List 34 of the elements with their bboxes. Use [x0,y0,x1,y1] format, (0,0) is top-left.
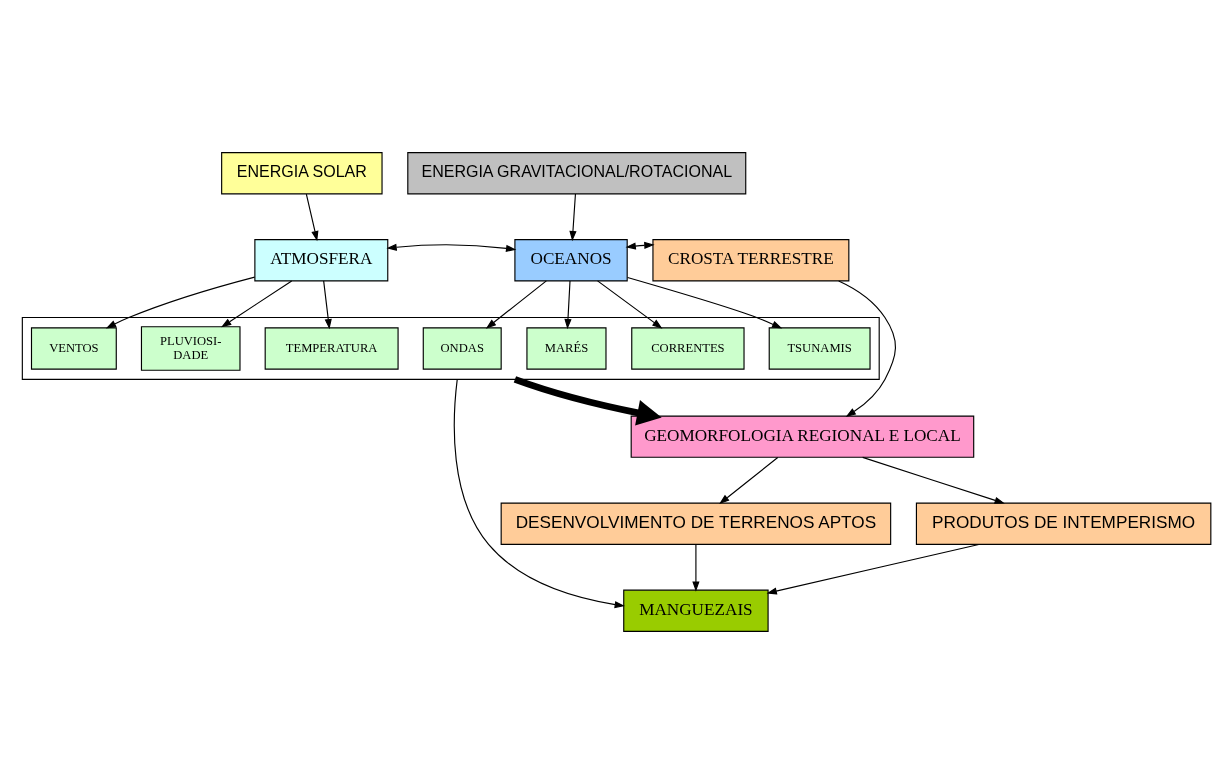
arrow [719,456,779,504]
node-box: ATMOSFERA [254,238,389,281]
arrow [625,241,655,250]
arrow [564,279,572,329]
arrow [597,279,663,329]
node-box: MANGUEZAIS [623,589,769,632]
node-box: OCEANOS [514,238,628,281]
node-box: PLUVIOSI- DADE [140,325,241,371]
arrow [766,543,980,595]
node-box: CORRENTES [631,326,745,370]
node-box: TEMPERATURA [264,326,399,370]
arrow [513,375,662,425]
arrow [862,456,1005,504]
node-box: ENERGIA GRAVITACIONAL/ROTACIONAL [407,151,747,194]
node-box: DESENVOLVIMENTO DE TERRENOS APTOS [500,502,892,545]
arrow [221,279,293,327]
arrow [838,279,897,417]
arrow [105,276,256,329]
arrow [569,192,577,241]
arrow [386,243,517,252]
node-box: GEOMORFOLOGIA REGIONAL E LOCAL [630,415,975,458]
node-box: TSUNAMIS [768,326,871,370]
node-box: PRODUTOS DE INTEMPERISMO [915,502,1212,545]
arrow [692,543,700,592]
arrow [453,378,625,608]
node-box: ENERGIA SOLAR [221,151,383,194]
arrow [627,276,783,329]
node-box: VENTOS [30,326,117,370]
arrow [485,279,547,329]
arrow [305,192,319,241]
node-box: ONDAS [422,326,502,370]
arrow [323,279,332,329]
node-box: MARÉS [526,326,607,370]
node-box: CROSTA TERRESTRE [652,238,850,281]
